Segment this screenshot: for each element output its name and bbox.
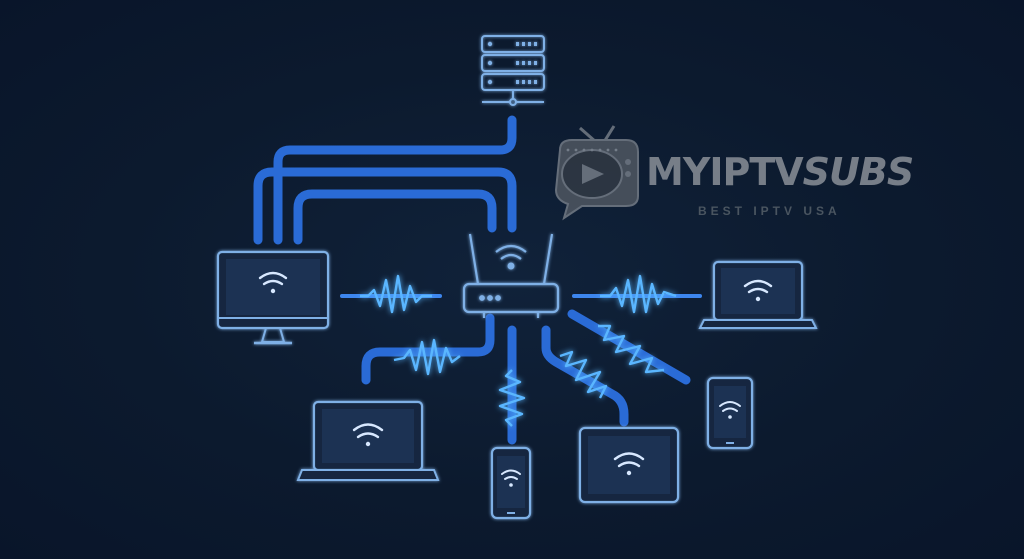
cable-router-to-phone-right [567, 309, 691, 385]
laptop-icon [296, 400, 440, 481]
laptop-icon [698, 260, 818, 329]
desktop-monitor-icon [216, 250, 330, 345]
wifi-icon [352, 423, 384, 447]
wifi-icon [613, 452, 645, 476]
wifi-icon [719, 401, 741, 419]
signal-wave-tablet [559, 350, 608, 399]
smartphone-icon [706, 376, 754, 450]
tablet-icon [578, 426, 680, 504]
cable-router-to-laptop-bottom [361, 313, 495, 385]
watermark-name-part1: MYIPTV [646, 150, 804, 194]
wifi-icon [743, 279, 773, 302]
smartphone-icon [490, 446, 532, 520]
signal-wave-laptop-right [600, 274, 677, 314]
cable-router-to-desktop-outer [253, 167, 517, 245]
tv-logo-icon [554, 125, 639, 221]
watermark-name: MYIPTVSUBS [646, 150, 915, 194]
cable-router-to-desktop-inner [293, 189, 497, 245]
router-icon [462, 233, 560, 318]
signal-waves [360, 274, 677, 427]
wifi-icon [501, 469, 521, 487]
watermark: MYIPTVSUBS BEST IPTV USA [548, 128, 958, 228]
signal-wave-phone-right [598, 324, 665, 374]
signal-wave-phone-center [498, 369, 526, 427]
watermark-tagline: BEST IPTV USA [698, 204, 841, 218]
server-icon [481, 35, 545, 106]
wifi-icon [258, 271, 288, 294]
signal-wave-laptop-bottom [393, 338, 461, 376]
watermark-name-part2: SUBS [802, 150, 915, 194]
signal-wave-desktop [360, 274, 432, 314]
cable-server-to-desktop [273, 115, 517, 245]
